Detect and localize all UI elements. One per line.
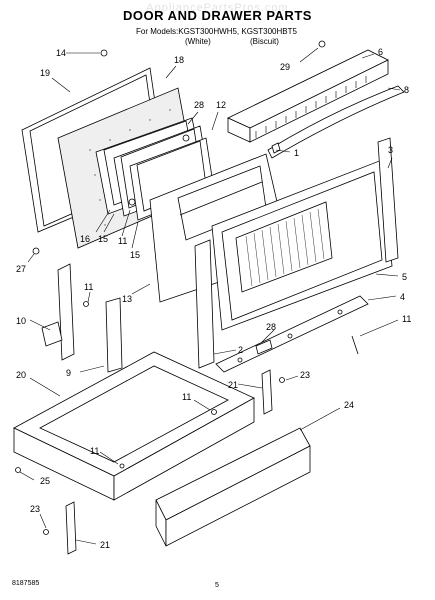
page-number: 5: [215, 582, 219, 589]
page-title: DOOR AND DRAWER PARTS: [123, 8, 312, 23]
part-vent-trim: [227, 49, 389, 143]
part-drawer-rail: [105, 297, 123, 373]
part-window-frames: [95, 117, 215, 221]
part-drawer-glide: [65, 369, 273, 555]
callout-10: 10: [16, 316, 26, 326]
callout-5: 5: [402, 272, 407, 282]
callout-1: 1: [294, 148, 299, 158]
callout-4: 4: [400, 292, 405, 302]
part-outer-door: [211, 159, 393, 331]
callout-20: 20: [16, 370, 26, 380]
callout-11e: 11: [90, 446, 99, 456]
callout-19: 19: [40, 68, 50, 78]
callout-11b: 11: [84, 282, 93, 292]
document-number: 8187585: [12, 580, 40, 587]
callout-23a: 23: [300, 370, 310, 380]
callout-13: 13: [122, 294, 132, 304]
finish-white: (White): [185, 37, 211, 46]
callout-18: 18: [174, 55, 184, 65]
watermark: AppliancePartsPros.com: [146, 2, 289, 14]
callout-25: 25: [40, 476, 50, 486]
callout-leader-lines: [19, 47, 401, 545]
callout-2: 2: [238, 345, 243, 355]
models-line: For Models:KGST300HWH5, KGST300HBT5: [136, 27, 297, 36]
finish-biscuit: (Biscuit): [250, 37, 279, 46]
callout-8: 8: [404, 85, 409, 95]
callout-21a: 21: [228, 380, 238, 390]
callout-23b: 23: [30, 504, 40, 514]
callout-14: 14: [56, 48, 66, 58]
callout-15b: 15: [130, 250, 140, 260]
part-drawer-body: [13, 351, 255, 501]
callout-12: 12: [216, 100, 226, 110]
callout-29: 29: [280, 62, 290, 72]
callout-labels: 14 19 18 28 12 29 6 8 3 1 16 15 11 15 27…: [16, 47, 411, 550]
callout-3: 3: [388, 145, 393, 155]
callout-6: 6: [378, 47, 383, 57]
callout-11d: 11: [182, 392, 191, 402]
part-hinge-bracket: [215, 295, 369, 373]
part-door-handle: [267, 85, 405, 159]
callout-28b: 28: [266, 322, 276, 332]
callout-16: 16: [80, 234, 90, 244]
part-drawer-front: [155, 427, 311, 547]
callout-15a: 15: [98, 234, 108, 244]
part-door-side-trim: [194, 239, 215, 369]
callout-21b: 21: [100, 540, 110, 550]
callout-11a: 11: [118, 236, 127, 246]
part-hinge-left: [41, 263, 75, 361]
part-side-trim-right: [377, 137, 399, 263]
callout-24: 24: [344, 400, 354, 410]
callout-27: 27: [16, 264, 26, 274]
callout-28a: 28: [194, 100, 204, 110]
callout-9: 9: [66, 368, 71, 378]
callout-11c: 11: [402, 314, 411, 324]
